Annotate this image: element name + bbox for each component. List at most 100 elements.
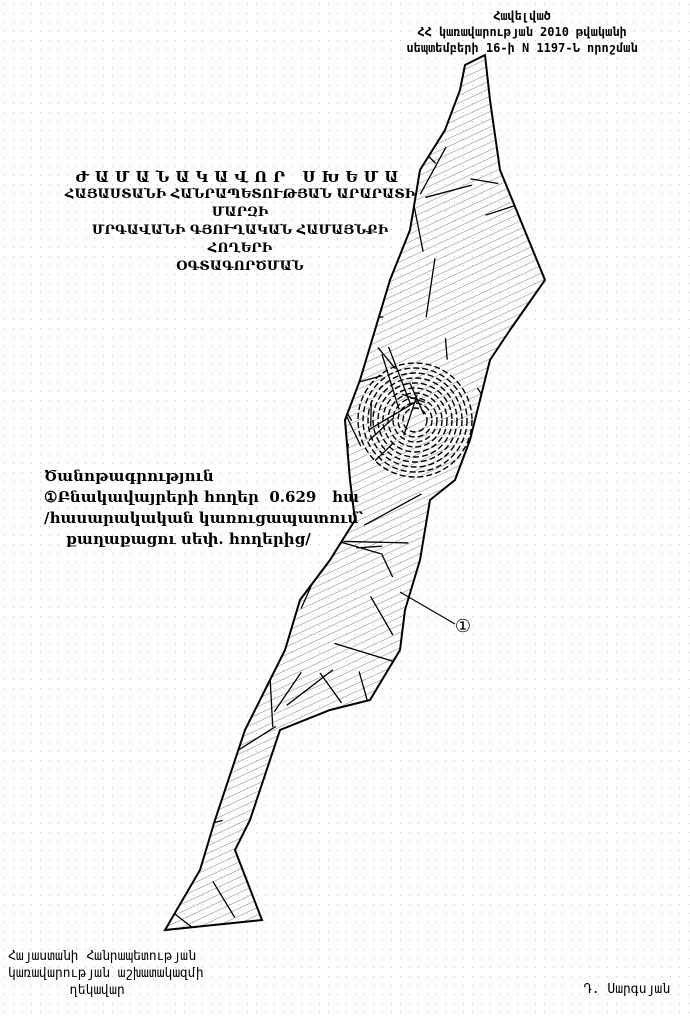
parcel-boundary xyxy=(176,281,195,330)
callout-marker: ① xyxy=(455,616,471,637)
parcel-boundary xyxy=(260,785,265,830)
parcel-boundary xyxy=(196,184,217,201)
legend-item: ①Բնակավայրերի հողեր 0.629 հա xyxy=(44,487,364,508)
parcel-boundary xyxy=(373,782,405,838)
parcel-boundary xyxy=(419,146,447,195)
parcel-boundary xyxy=(444,338,448,360)
parcel-boundary xyxy=(179,189,235,196)
parcel-boundary xyxy=(381,353,400,410)
parcel-boundary xyxy=(448,485,480,489)
parcel-boundary xyxy=(240,324,249,346)
parcel-boundary xyxy=(320,295,339,308)
parcel-boundary xyxy=(506,884,539,909)
parcel-boundary xyxy=(322,252,355,279)
parcel-boundary xyxy=(188,651,222,691)
parcel-boundary xyxy=(239,631,251,663)
parcel-boundary xyxy=(343,540,409,544)
parcel-boundary xyxy=(319,672,343,704)
legend-note: /հասարակական կառուցապատում՝ xyxy=(44,509,364,527)
settlement-block xyxy=(367,372,463,468)
parcel-boundary xyxy=(497,532,511,555)
settlement-block xyxy=(392,397,438,443)
parcel-boundary xyxy=(176,184,202,198)
parcel-boundary xyxy=(212,551,257,579)
signatory-name: Դ. Սարգսյան xyxy=(583,982,670,997)
parcel-boundary xyxy=(286,669,334,706)
parcel-boundary xyxy=(323,233,359,255)
legend: Ծանոթագրություն ①Բնակավայրերի հողեր 0.62… xyxy=(44,466,364,550)
parcel-boundary xyxy=(532,342,545,383)
parcel-boundary xyxy=(165,407,189,420)
parcel-boundary xyxy=(214,77,235,94)
parcel-boundary xyxy=(432,591,480,596)
settlement-block xyxy=(382,387,448,453)
parcel-boundary xyxy=(474,417,499,424)
parcel-boundary xyxy=(269,209,281,267)
parcel-boundary xyxy=(236,55,253,104)
parcel-boundary xyxy=(537,836,545,843)
parcel-boundary xyxy=(370,400,372,427)
appendix-line: սեպտեմբերի 16-ի N 1197-Ն որոշման xyxy=(406,41,638,55)
parcel-boundary xyxy=(264,569,276,595)
appendix-line: ՀՀ կառավարության 2010 թվականի xyxy=(417,25,627,39)
parcel-boundary xyxy=(306,245,311,279)
title-line: ԺԱՄԱՆԱԿԱՎՈՐ ՍԽԵՄԱ xyxy=(75,168,405,186)
parcel-boundary xyxy=(280,358,304,366)
legend-marker: ① xyxy=(44,488,58,506)
parcel-boundary xyxy=(484,909,543,918)
parcel-boundary xyxy=(220,55,266,72)
map-boundary xyxy=(163,53,547,932)
settlement-block xyxy=(362,367,468,473)
signatory-position: Հայաստանի Հանրապետության կառավարության ա… xyxy=(8,948,204,999)
settlement-block xyxy=(402,407,428,433)
parcel-boundary xyxy=(262,849,287,895)
parcel-boundary xyxy=(184,232,223,256)
parcel-boundary xyxy=(534,507,545,526)
position-line: Հայաստանի Հանրապետության xyxy=(8,949,196,964)
parcel-boundary xyxy=(392,184,397,239)
parcel-boundary xyxy=(165,719,218,751)
parcel-boundary xyxy=(299,767,338,790)
settlement-block xyxy=(372,377,458,463)
parcel-boundary xyxy=(271,910,283,930)
parcel-boundary xyxy=(349,273,375,304)
parcel-boundary xyxy=(313,99,339,140)
parcel-boundary xyxy=(507,355,540,361)
parcel-boundary xyxy=(425,258,436,318)
parcel-boundary xyxy=(483,706,522,736)
position-line: ղեկավար xyxy=(70,983,125,998)
parcel-boundary xyxy=(376,869,383,922)
parcel-boundary xyxy=(345,159,373,197)
parcel-boundary xyxy=(241,352,276,368)
parcel-boundary xyxy=(463,889,490,922)
parcel-boundary xyxy=(425,184,472,199)
parcel-boundary xyxy=(387,346,412,406)
parcel-boundary xyxy=(507,644,522,681)
parcel-boundary xyxy=(491,713,516,757)
parcel-boundary xyxy=(380,80,384,118)
parcel-boundary xyxy=(363,493,422,526)
parcel-boundary xyxy=(334,642,400,664)
parcel-boundary xyxy=(250,854,262,886)
parcel-boundary xyxy=(530,60,545,66)
parcel-boundary xyxy=(212,322,224,346)
parcel-boundary xyxy=(432,615,444,649)
parcel-boundary xyxy=(208,423,259,456)
parcel-boundary xyxy=(507,565,536,591)
parcel-boundary xyxy=(298,150,350,174)
settlement-block xyxy=(377,382,453,458)
parcel-boundary xyxy=(377,347,397,370)
legend-item-label: Բնակավայրերի հողեր xyxy=(57,488,259,506)
parcel-boundary xyxy=(380,553,394,578)
parcel-boundary xyxy=(294,83,298,107)
parcel-boundary xyxy=(530,323,545,354)
parcel-boundary xyxy=(299,810,342,821)
legend-heading: Ծանոթագրություն xyxy=(44,467,214,485)
parcel-boundary xyxy=(189,283,193,329)
parcel-boundary xyxy=(487,709,540,726)
parcel-boundary xyxy=(288,729,303,771)
parcel-boundary xyxy=(414,81,421,127)
parcel-boundary xyxy=(322,316,384,321)
parcel-boundary xyxy=(263,891,272,912)
legend-area-unit: հա xyxy=(332,488,359,506)
